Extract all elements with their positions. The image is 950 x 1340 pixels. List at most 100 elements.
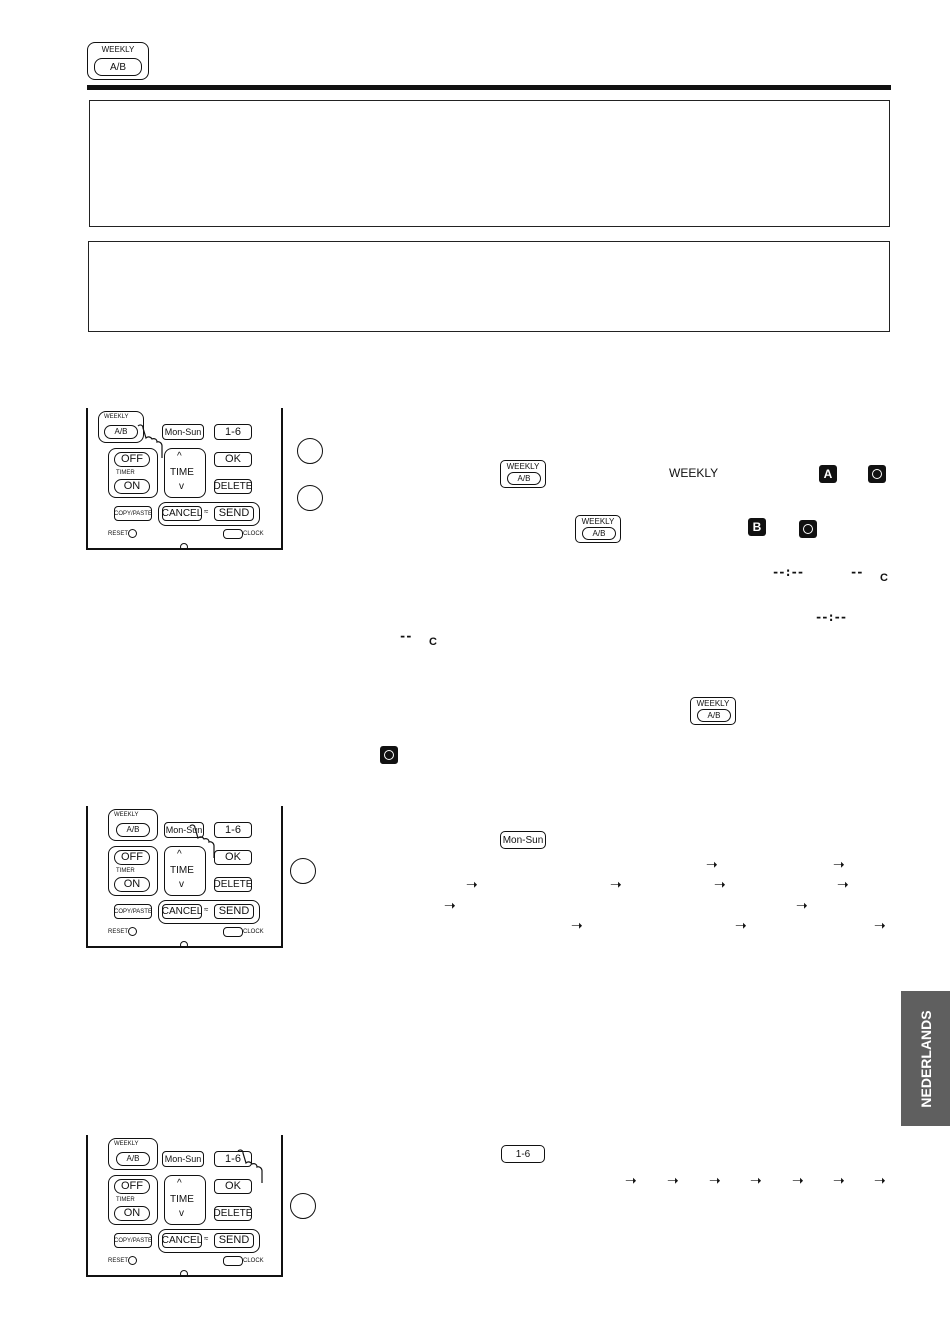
arrow-right-icon: ➝ (833, 856, 845, 872)
copy-paste-button[interactable]: COPY/PASTE (114, 1233, 152, 1248)
arrow-right-icon: ➝ (874, 1172, 886, 1188)
dash-time-display: --:-- (772, 565, 804, 579)
clock-icon (799, 520, 817, 538)
arrow-right-icon: ➝ (444, 897, 456, 913)
header-weekly-icon: WEEKLY A/B (87, 42, 149, 80)
time-label: TIME (170, 865, 194, 876)
up-button[interactable]: ^ (177, 849, 182, 860)
ok-button[interactable]: OK (214, 850, 252, 865)
wifi-icon: ≈ (204, 1234, 209, 1243)
off-button[interactable]: OFF (114, 850, 150, 865)
off-button[interactable]: OFF (114, 1179, 150, 1194)
delete-button[interactable]: DELETE (214, 877, 252, 892)
arrow-right-icon: ➝ (610, 876, 622, 892)
hand-pointer-icon (189, 824, 215, 858)
cancel-button[interactable]: CANCEL (162, 506, 202, 521)
remote-led (180, 543, 188, 550)
down-button[interactable]: v (179, 1208, 184, 1219)
arrow-right-icon: ➝ (837, 876, 849, 892)
step-circle-4 (290, 1193, 316, 1219)
weekly-text: WEEKLY (669, 466, 719, 480)
reset-label: RESET (108, 531, 129, 537)
one-six-button[interactable]: 1-6 (214, 424, 252, 440)
inline-weekly-icon-1: WEEKLY A/B (500, 460, 546, 488)
badge-a: A (819, 465, 837, 483)
wifi-icon: ≈ (204, 905, 209, 914)
header-weekly-label: WEEKLY (101, 45, 135, 54)
inline-weekly-icon-3: WEEKLY A/B (690, 697, 736, 725)
one-six-button[interactable]: 1-6 (214, 1151, 252, 1167)
wifi-icon: ≈ (204, 507, 209, 516)
inline-mon-sun-key: Mon-Sun (500, 831, 546, 849)
on-button[interactable]: ON (114, 877, 150, 892)
arrow-right-icon: ➝ (571, 917, 583, 933)
arrow-right-icon: ➝ (709, 1172, 721, 1188)
arrow-right-icon: ➝ (796, 897, 808, 913)
send-button[interactable]: SEND (214, 1233, 254, 1248)
reset-button[interactable] (128, 529, 137, 538)
ab-button[interactable]: A/B (116, 823, 150, 837)
temp-unit: C (429, 636, 437, 648)
step-circle-1 (297, 438, 323, 464)
time-group (164, 846, 206, 896)
cancel-button[interactable]: CANCEL (162, 1233, 202, 1248)
timer-group (108, 846, 158, 896)
weekly-label: WEEKLY (114, 1141, 139, 1147)
reset-label: RESET (108, 1258, 129, 1264)
on-button[interactable]: ON (114, 479, 150, 494)
down-button[interactable]: v (179, 481, 184, 492)
down-button[interactable]: v (179, 879, 184, 890)
ok-button[interactable]: OK (214, 452, 252, 467)
inline-one-six-key: 1-6 (501, 1145, 545, 1163)
up-button[interactable]: ^ (177, 1178, 182, 1189)
dash-time-display: --:-- (815, 610, 847, 624)
reset-button[interactable] (128, 927, 137, 936)
time-label: TIME (170, 1194, 194, 1205)
arrow-right-icon: ➝ (706, 856, 718, 872)
language-side-tab: NEDERLANDS (901, 991, 950, 1126)
arrow-right-icon: ➝ (750, 1172, 762, 1188)
clock-button[interactable] (223, 529, 243, 539)
up-button[interactable]: ^ (177, 451, 182, 462)
on-button[interactable]: ON (114, 1206, 150, 1221)
ab-button[interactable]: A/B (116, 1152, 150, 1166)
clock-button[interactable] (223, 1256, 243, 1266)
remote-illustration-3: WEEKLY A/B Mon-Sun 1-6 OFF TIMER ON ^ TI… (86, 1135, 283, 1277)
time-group (164, 1175, 206, 1225)
copy-paste-button[interactable]: COPY/PASTE (114, 506, 152, 521)
side-tab-label: NEDERLANDS (917, 1009, 934, 1108)
arrow-right-icon: ➝ (625, 1172, 637, 1188)
hand-pointer-icon (137, 424, 163, 458)
arrow-right-icon: ➝ (833, 1172, 845, 1188)
timer-label: TIMER (116, 868, 135, 874)
ab-button[interactable]: A/B (104, 425, 138, 439)
off-button[interactable]: OFF (114, 452, 150, 467)
send-button[interactable]: SEND (214, 506, 254, 521)
clock-icon (380, 746, 398, 764)
notice-box-1 (89, 100, 890, 227)
weekly-group (108, 1138, 158, 1170)
one-six-button[interactable]: 1-6 (214, 822, 252, 838)
reset-label: RESET (108, 929, 129, 935)
timer-group (108, 1175, 158, 1225)
delete-button[interactable]: DELETE (214, 479, 252, 494)
cancel-button[interactable]: CANCEL (162, 904, 202, 919)
copy-paste-button[interactable]: COPY/PASTE (114, 904, 152, 919)
clock-label: CLOCK (243, 929, 264, 935)
step-circle-2 (297, 485, 323, 511)
reset-button[interactable] (128, 1256, 137, 1265)
delete-button[interactable]: DELETE (214, 1206, 252, 1221)
notice-box-2 (88, 241, 890, 332)
remote-illustration-2: WEEKLY A/B Mon-Sun 1-6 OFF TIMER ON ^ TI… (86, 806, 283, 948)
send-group (158, 502, 260, 526)
ok-button[interactable]: OK (214, 1179, 252, 1194)
mon-sun-button[interactable]: Mon-Sun (162, 424, 204, 440)
send-button[interactable]: SEND (214, 904, 254, 919)
temp-unit: C (880, 572, 888, 584)
time-label: TIME (170, 467, 194, 478)
mon-sun-button[interactable]: Mon-Sun (162, 1151, 204, 1167)
dash-temp-display: -- (850, 565, 863, 579)
clock-button[interactable] (223, 927, 243, 937)
time-group (164, 448, 206, 498)
arrow-right-icon: ➝ (714, 876, 726, 892)
